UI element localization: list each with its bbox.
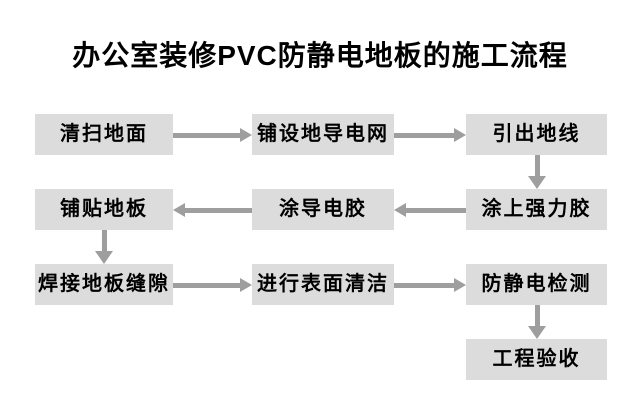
flow-node-project-acceptance: 工程验收 — [466, 339, 607, 380]
flow-node-antistatic-test: 防静电检测 — [466, 264, 607, 305]
arrow-shaft — [534, 305, 540, 327]
page-title: 办公室装修PVC防静电地板的施工流程 — [72, 40, 568, 71]
arrow-shaft — [173, 132, 241, 138]
flow-node-lay-floor: 铺贴地板 — [35, 189, 173, 230]
flow-node-weld-floor-seams: 焊接地板缝隙 — [35, 264, 173, 305]
arrow-head — [394, 203, 406, 217]
arrow-head — [173, 203, 185, 217]
arrow-left-icon — [173, 203, 252, 217]
arrow-head — [95, 251, 113, 264]
arrow-down-icon — [528, 305, 546, 339]
arrow-left-icon — [394, 203, 466, 217]
arrow-shaft — [184, 207, 252, 213]
arrow-right-icon — [173, 278, 252, 292]
flow-node-sweep-floor: 清扫地面 — [35, 114, 173, 155]
arrow-shaft — [394, 132, 455, 138]
arrow-shaft — [173, 282, 241, 288]
flow-node-apply-conductive-adhesive: 涂导电胶 — [252, 189, 394, 230]
arrow-head — [454, 278, 466, 292]
arrow-right-icon — [173, 128, 252, 142]
arrow-head — [240, 278, 252, 292]
arrow-shaft — [405, 207, 466, 213]
flow-node-lay-conductive-grid: 铺设地导电网 — [252, 114, 394, 155]
flow-node-surface-cleaning: 进行表面清洁 — [252, 264, 394, 305]
arrow-shaft — [534, 155, 540, 177]
arrow-right-icon — [394, 278, 466, 292]
flow-node-apply-strong-adhesive: 涂上强力胶 — [466, 189, 607, 230]
arrow-head — [454, 128, 466, 142]
flow-node-lead-out-ground-wire: 引出地线 — [466, 114, 607, 155]
arrow-down-icon — [528, 155, 546, 189]
arrow-head — [240, 128, 252, 142]
arrow-head — [528, 326, 546, 339]
arrow-shaft — [394, 282, 455, 288]
arrow-head — [528, 176, 546, 189]
arrow-shaft — [101, 230, 107, 252]
arrow-right-icon — [394, 128, 466, 142]
arrow-down-icon — [95, 230, 113, 264]
